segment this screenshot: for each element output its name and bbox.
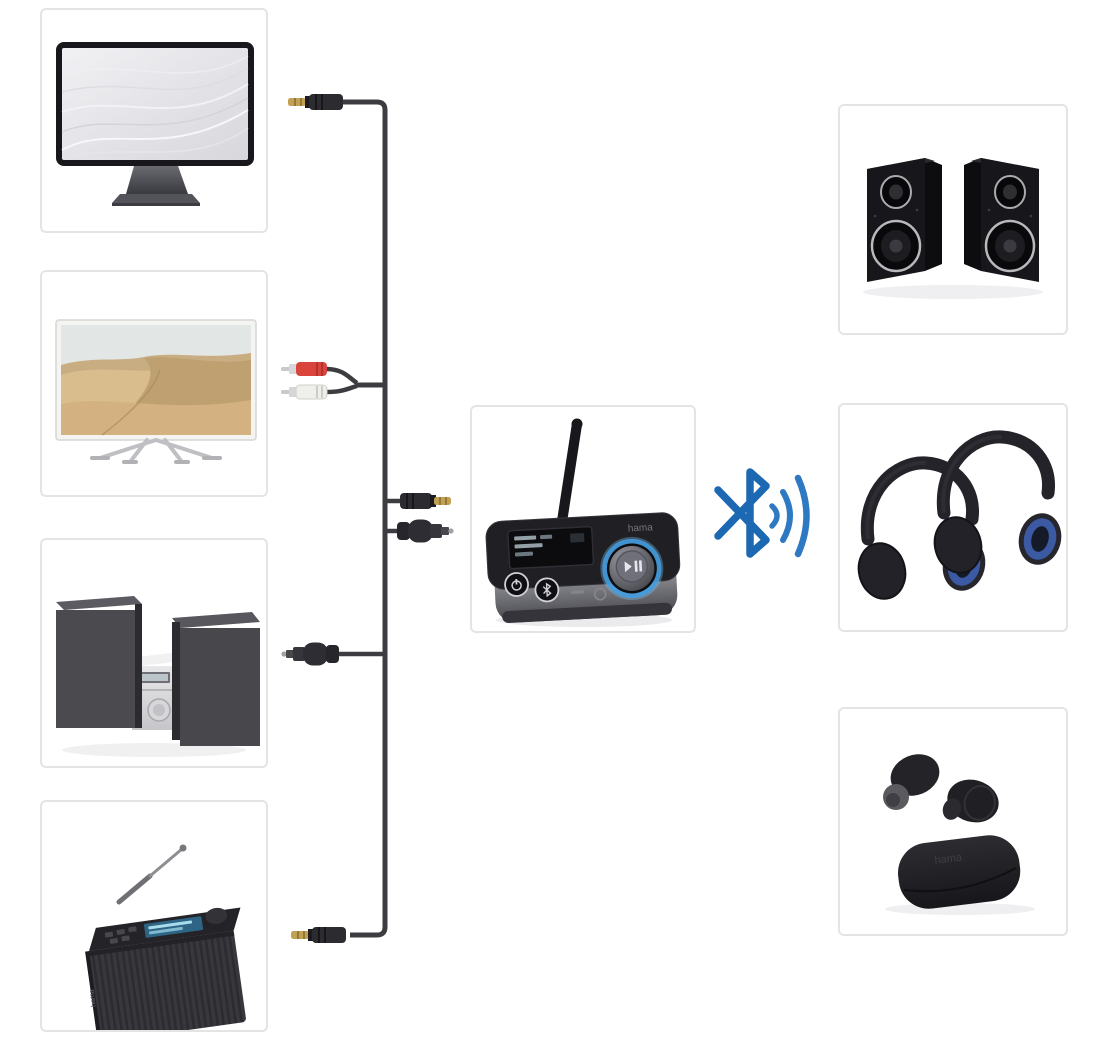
hub-brand-label: hama: [628, 522, 654, 534]
hifi-left-speaker: [56, 596, 142, 728]
jack-plug-monitor-icon: [288, 94, 343, 110]
device-box-monitor: [40, 8, 268, 233]
tv-screen: [55, 319, 257, 441]
left-earbud: [883, 754, 940, 810]
radio-body: hama: [85, 907, 246, 1030]
tv-desert-image: [61, 353, 251, 436]
bluetooth-audio-transmitter-icon: hama: [485, 418, 681, 627]
device-box-hifi: [40, 538, 268, 768]
pc-monitor-icon: [56, 42, 254, 206]
hub-antenna: [556, 418, 583, 529]
device-box-speakers: [838, 104, 1068, 335]
signal-waves: [769, 474, 810, 558]
right-earbud: [942, 779, 999, 823]
charging-case: hama: [897, 835, 1021, 909]
toslink-plug-hub-icon: [385, 519, 454, 543]
monitor-stand: [112, 166, 200, 206]
radio-brand-label: hama: [88, 989, 97, 1007]
over-ear-headphones-icon: [840, 405, 1066, 630]
hifi-shadow: [62, 743, 246, 757]
left-speaker: [865, 156, 944, 284]
stereo-speakers-icon: [863, 156, 1043, 299]
device-box-radio: hama: [40, 800, 268, 1032]
radio-display: [144, 916, 204, 938]
play-pause-icon: [624, 560, 643, 573]
bluetooth-signal-icon: [714, 468, 810, 558]
tv-stand: [98, 438, 214, 464]
radio-antenna: [116, 844, 187, 905]
jack-plug-hub-icon: [385, 493, 451, 509]
device-box-earbuds: hama: [838, 707, 1068, 936]
rca-plugs-tv-icon: [281, 362, 385, 400]
device-box-headphones: [838, 403, 1068, 632]
digital-radio-icon: hama: [85, 844, 246, 1030]
hub-aux-indicator: [571, 590, 585, 595]
jack-plug-radio-icon: [291, 927, 346, 943]
hub-bluetooth-button: [534, 577, 560, 603]
hub-body: hama: [485, 512, 681, 623]
device-box-tv: [40, 270, 268, 497]
speakers-shadow: [863, 285, 1043, 299]
hub-optical-indicator: [593, 587, 607, 601]
right-headphone: [929, 437, 1066, 578]
hub-volume-knob: [600, 536, 664, 600]
true-wireless-earbuds-icon: hama: [883, 754, 1035, 915]
tv-icon: [55, 319, 257, 464]
radio-knob: [203, 907, 230, 929]
device-box-bluetooth-hub: hama: [470, 405, 696, 633]
case-brand-label: hama: [934, 851, 964, 866]
bluetooth-rune: [714, 468, 770, 558]
main-cable: [340, 99, 388, 938]
hifi-right-speaker: [172, 612, 260, 746]
hub-power-button: [504, 572, 529, 597]
right-speaker: [962, 156, 1041, 284]
hub-display: [507, 525, 595, 570]
toslink-plug-hifi-icon: [281, 642, 385, 666]
tv-feet: [90, 456, 222, 464]
radio-buttons: [104, 926, 137, 944]
monitor-screen: [56, 42, 254, 166]
hifi-system-icon: [56, 596, 260, 757]
